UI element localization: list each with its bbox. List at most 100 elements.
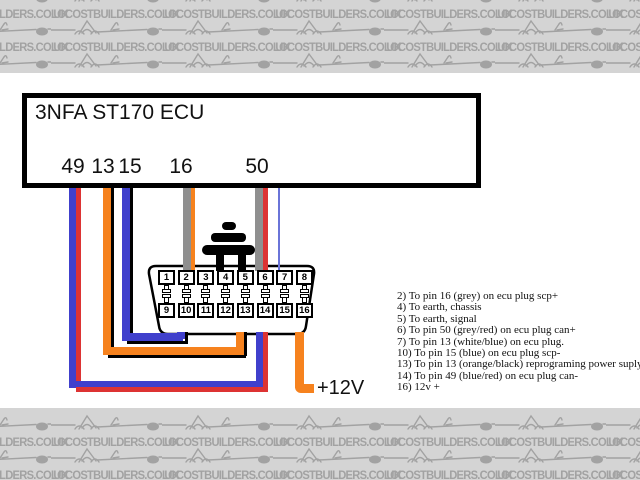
obd-pin-9: 9	[158, 303, 175, 318]
watermark-row: LOCOSTBUILDERS.CO.UKLOCOSTBUILDERS.CO.UK…	[0, 0, 640, 21]
obd-pin-16: 16	[295, 303, 313, 318]
watermark-text: LOCOSTBUILDERS.CO.UK	[162, 437, 291, 449]
obd-pin-1-tab-foot	[162, 289, 171, 293]
car-sketch-icon	[272, 19, 385, 36]
watermark-tile: LOCOSTBUILDERS.CO.UK	[383, 412, 513, 449]
car-sketch-icon	[272, 447, 385, 464]
obd-pin-4-tab-foot	[221, 289, 231, 293]
watermark-tile: LOCOSTBUILDERS.CO.UK	[161, 50, 274, 73]
car-sketch-icon	[407, 0, 492, 3]
watermark-tile: LOCOSTBUILDERS.CO.UK	[50, 17, 180, 54]
watermark-tile: LOCOSTBUILDERS.CO.UK	[0, 17, 69, 54]
watermark-tile: LOCOSTBUILDERS.CO.UK	[272, 445, 402, 480]
obd-pin-1: 1	[158, 270, 175, 285]
watermark-tile: LOCOSTBUILDERS.CO.UK	[383, 50, 496, 73]
watermark-text: LOCOSTBUILDERS.CO.UK	[273, 9, 402, 21]
obd-pin-8: 8	[295, 270, 313, 285]
watermark-tile: LOCOSTBUILDERS.CO.UK	[273, 0, 402, 21]
wire-reprog-orange-right	[236, 332, 244, 352]
watermark-tile: LOCOSTBUILDERS.CO.UK	[50, 445, 180, 480]
obd-pin-6-tab-foot	[260, 289, 270, 293]
watermark-tile: LOCOSTBUILDERS.CO.UK	[161, 17, 291, 54]
car-sketch-icon	[0, 417, 52, 431]
ecu-pin-label-16: 16	[169, 155, 193, 178]
watermark-tile: LOCOSTBUILDERS.CO.UK	[384, 0, 513, 21]
obd-pin-7: 7	[276, 270, 294, 285]
watermark-tile: LOCOSTBUILDERS.CO.UK	[161, 412, 291, 449]
wire-reprog-orange-bottom	[103, 347, 244, 355]
watermark-tile: LOCOSTBUILDERS.CO.UK	[161, 445, 291, 480]
watermark-tile: LOCOSTBUILDERS.CO.UK	[494, 412, 624, 449]
car-sketch-icon	[383, 447, 496, 464]
obd-pin-2: 2	[177, 270, 195, 285]
note-line: 5) To earth, signal	[397, 312, 477, 325]
obd-pin-15-tab-neck	[282, 297, 288, 303]
watermark-row: LOCOSTBUILDERS.CO.UKLOCOSTBUILDERS.CO.UK…	[0, 445, 640, 480]
watermark-tile: LOCOSTBUILDERS.CO.UK	[495, 0, 624, 21]
wire-power-vert	[295, 332, 304, 388]
wire-reprog-black-bottom	[108, 355, 246, 358]
watermark-text: LOCOSTBUILDERS.CO.UK	[384, 470, 513, 480]
watermark-band-top: LOCOSTBUILDERS.CO.UKLOCOSTBUILDERS.CO.UK…	[0, 0, 640, 73]
car-sketch-icon	[383, 52, 496, 69]
watermark-band-bottom: LOCOSTBUILDERS.CO.UKLOCOSTBUILDERS.CO.UK…	[0, 408, 640, 480]
car-sketch-icon	[494, 414, 607, 431]
watermark-tile: LOCOSTBUILDERS.CO.UK	[272, 412, 402, 449]
watermark-text: LOCOSTBUILDERS.CO.UK	[495, 470, 624, 480]
car-sketch-icon	[161, 414, 274, 431]
car-sketch-icon	[50, 19, 163, 36]
watermark-text: LOCOSTBUILDERS.CO.UK	[51, 42, 180, 54]
watermark-text: LOCOSTBUILDERS.CO.UK	[273, 437, 402, 449]
ecu-pin-label-49: 49	[61, 155, 85, 178]
obd-pin-10: 10	[177, 303, 195, 318]
watermark-tile: LOCOSTBUILDERS.CO.UK	[50, 412, 180, 449]
wire-scp-plus-grey	[183, 188, 191, 271]
car-sketch-icon	[494, 447, 607, 464]
obd-pin-7-tab-foot	[280, 289, 290, 293]
earth-symbol-mid	[211, 233, 246, 242]
watermark-text: LOCOSTBUILDERS.CO.UK	[162, 470, 291, 480]
car-sketch-icon	[50, 414, 163, 431]
watermark-tile: LOCOSTBUILDERS.CO.UK	[606, 0, 640, 21]
obd-pin-3-tab-foot	[201, 289, 211, 293]
power-label: +12V	[317, 377, 365, 399]
wire-can-plus-red-stripe	[263, 188, 268, 271]
wire-can-plus-grey	[255, 188, 263, 271]
wire-reprog-orange-left	[103, 188, 111, 355]
car-sketch-icon	[185, 0, 270, 3]
wire-can-minus-red-left	[76, 188, 81, 392]
ecu-pin-label-13: 13	[91, 155, 115, 178]
watermark-text: LOCOSTBUILDERS.CO.UK	[51, 9, 180, 21]
watermark-tile: LOCOSTBUILDERS.CO.UK	[383, 17, 513, 54]
note-line: 4) To earth, chassis	[397, 301, 482, 314]
watermark-text: LOCOSTBUILDERS.CO.UK	[384, 437, 513, 449]
note-line: 2) To pin 16 (grey) on ecu plug scp+	[397, 290, 559, 302]
note-line: 7) To pin 13 (white/blue) on ecu plug.	[397, 335, 565, 348]
car-sketch-icon	[50, 447, 163, 464]
wire-scp-minus-black-left	[130, 188, 133, 338]
watermark-text: LOCOSTBUILDERS.CO.UK	[384, 9, 513, 21]
car-sketch-icon	[161, 447, 274, 464]
wire-scp-plus-orange-stripe	[191, 188, 195, 271]
car-sketch-icon	[383, 19, 496, 36]
watermark-tile: LOCOSTBUILDERS.CO.UK	[605, 17, 640, 54]
watermark-text: LOCOSTBUILDERS.CO.UK	[384, 42, 513, 54]
watermark-text: LOCOSTBUILDERS.CO.UK	[51, 437, 180, 449]
watermark-text: LOCOSTBUILDERS.CO.UK	[606, 42, 640, 54]
car-sketch-icon	[272, 52, 385, 69]
wire-power-horiz	[295, 384, 314, 393]
car-sketch-icon	[50, 52, 163, 69]
car-sketch-icon	[0, 55, 52, 69]
car-sketch-icon	[629, 0, 640, 2]
watermark-tile: LOCOSTBUILDERS.CO.UK	[0, 0, 69, 21]
watermark-text: LOCOSTBUILDERS.CO.UK	[0, 470, 69, 480]
wire-scp-minus-blue-left	[122, 188, 130, 335]
watermark-text: LOCOSTBUILDERS.CO.UK	[606, 470, 640, 480]
watermark-tile: LOCOSTBUILDERS.CO.UK	[605, 445, 640, 480]
car-sketch-icon	[74, 0, 159, 3]
car-sketch-icon	[605, 55, 640, 68]
wire-scp-minus-black-bottom	[127, 341, 188, 344]
obd-pin-2-tab-foot	[181, 289, 191, 293]
wire-scp-minus-black-right	[185, 332, 188, 343]
